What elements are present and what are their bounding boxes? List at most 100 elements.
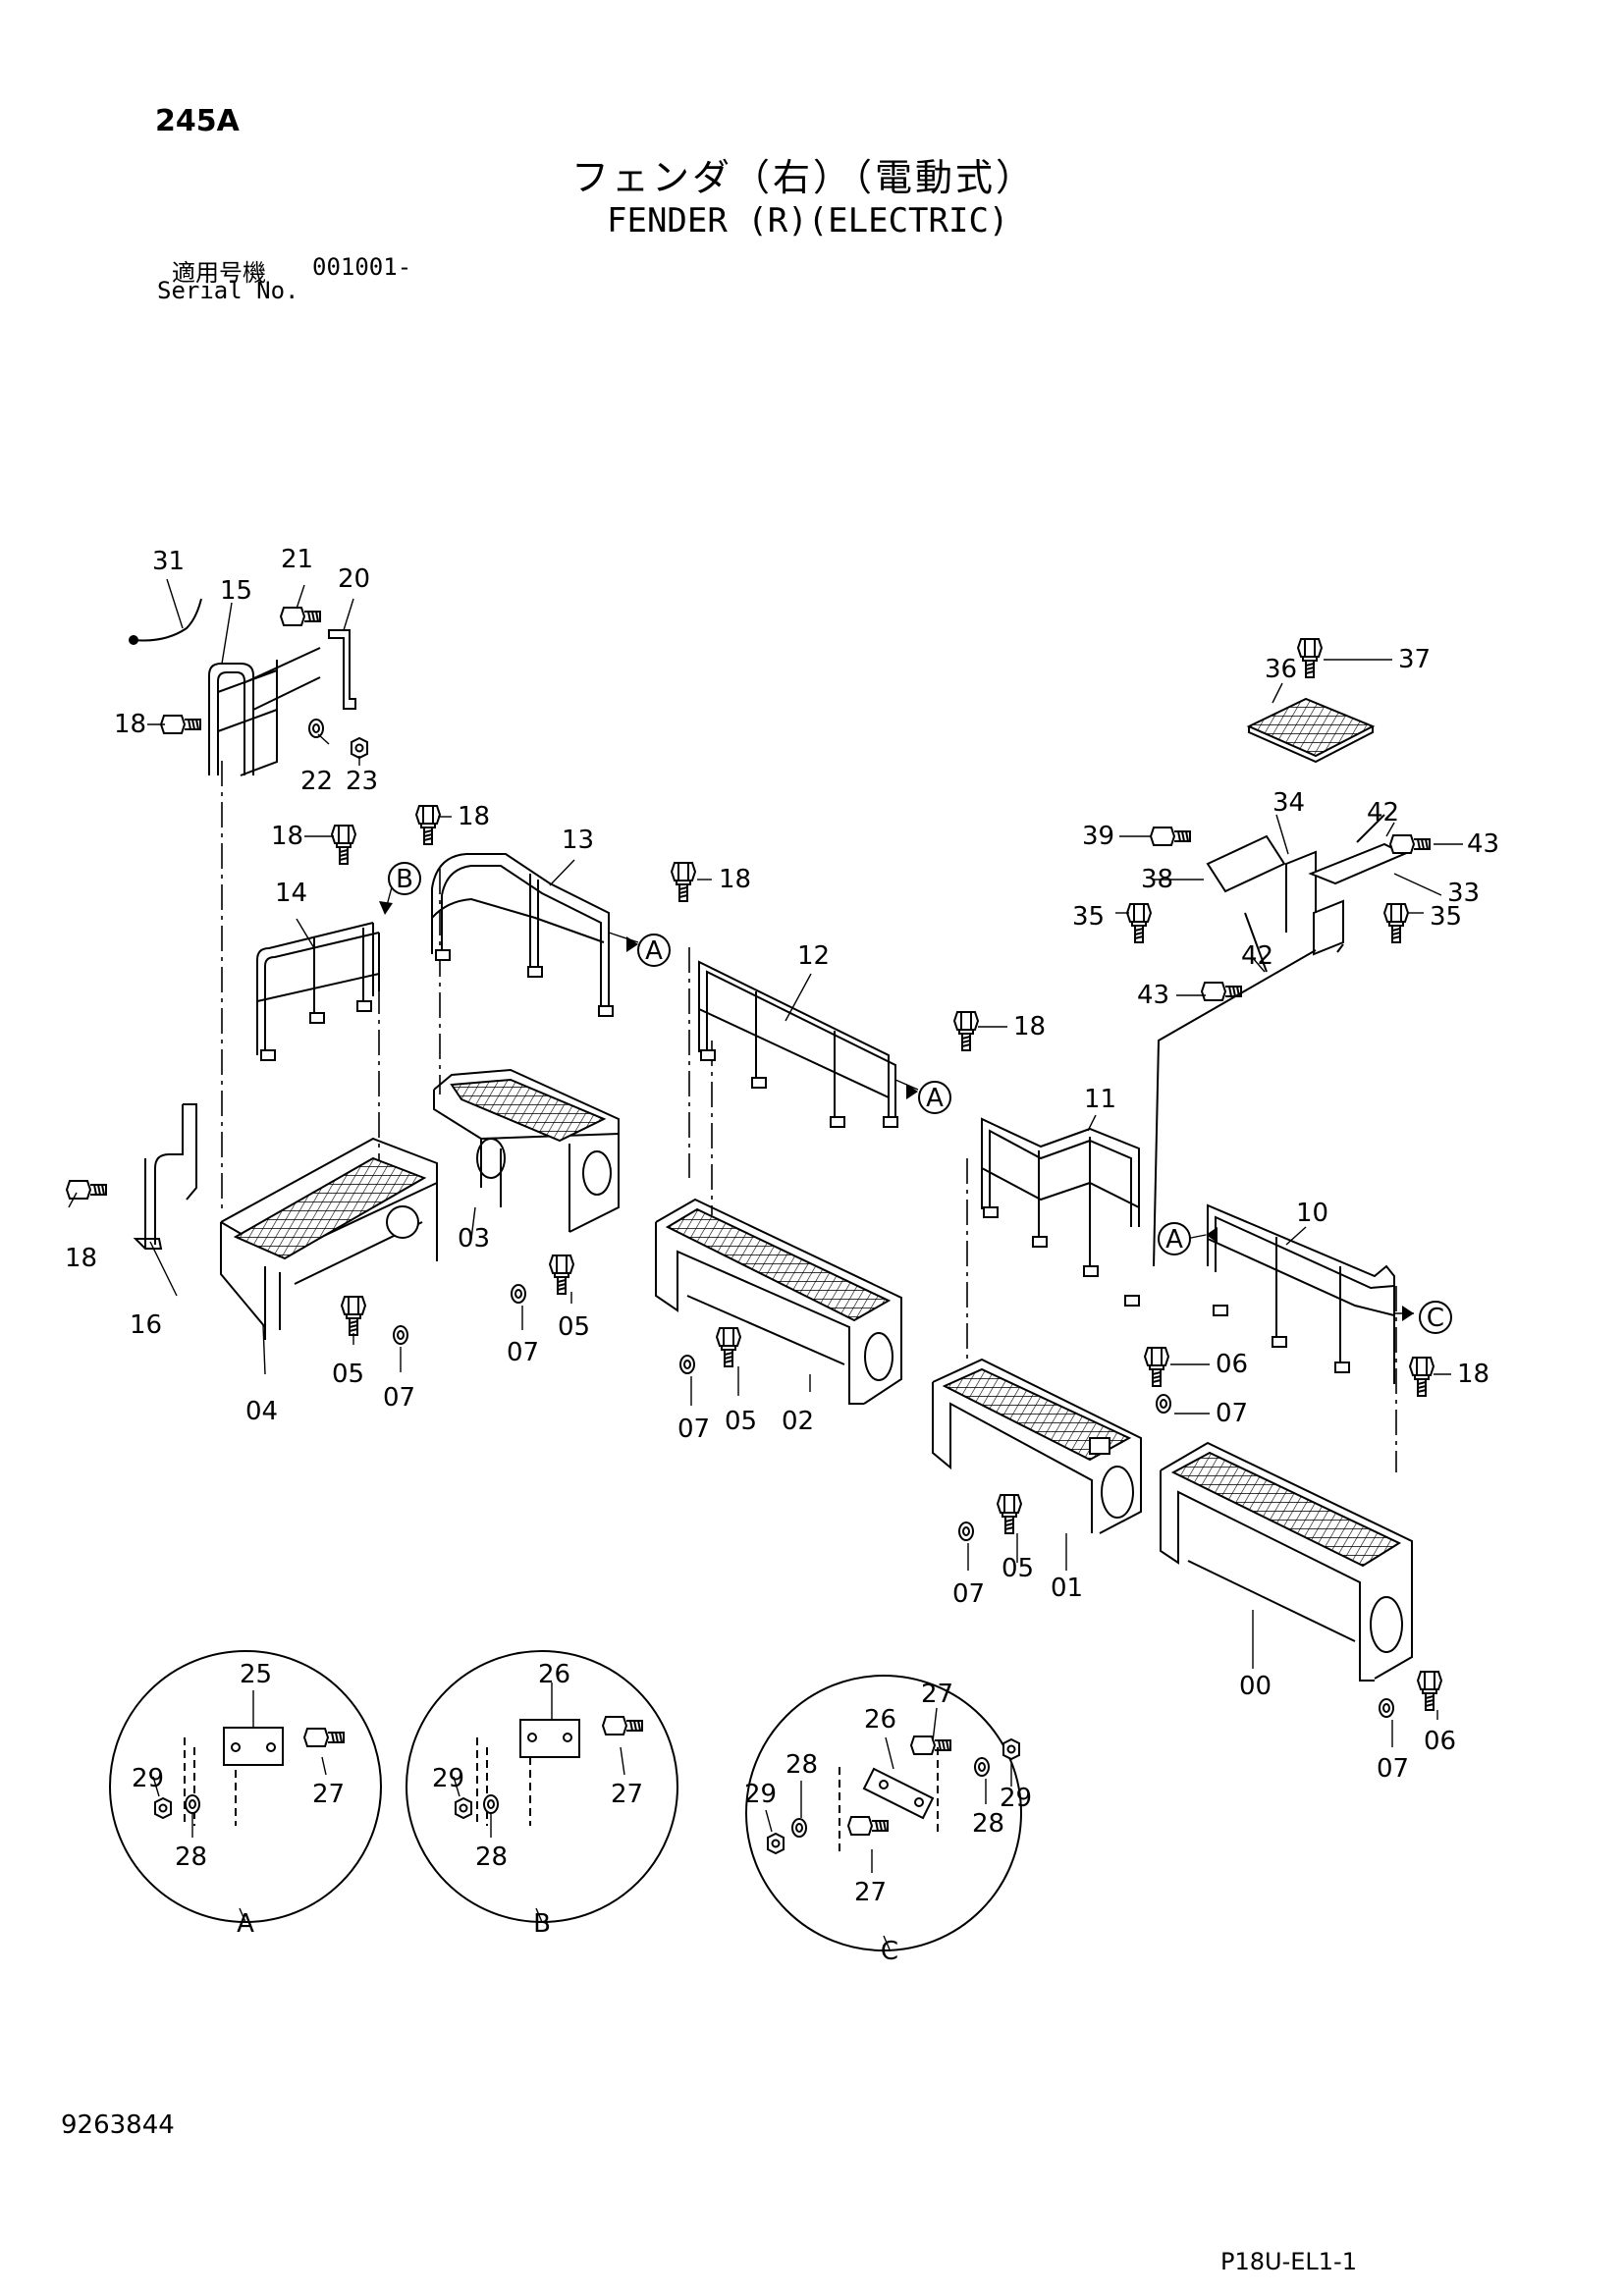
part-35-bolt (1126, 903, 1152, 943)
part-05-bolt (549, 1255, 574, 1295)
part-29-nut (767, 1833, 785, 1854)
part-28-washer (185, 1794, 200, 1814)
callout-28: 28 (175, 1842, 207, 1872)
part-27-bolt (910, 1735, 951, 1755)
callout-07: 07 (383, 1383, 415, 1413)
callout-12: 12 (797, 941, 830, 971)
part-07-washer (958, 1522, 974, 1541)
callout-20: 20 (338, 564, 370, 594)
part-06-bolt (1417, 1671, 1442, 1711)
part-07-washer (1379, 1698, 1394, 1718)
view-marker-a: A (645, 936, 663, 966)
callout-05: 05 (1001, 1554, 1034, 1583)
callout-27: 27 (312, 1780, 345, 1809)
callout-37: 37 (1398, 645, 1431, 674)
part-39-bolt (1150, 827, 1191, 846)
callout-35: 35 (1430, 902, 1462, 932)
fender-02 (655, 1198, 902, 1405)
part-18-bolt (66, 1180, 107, 1200)
part-05-bolt (341, 1296, 366, 1336)
callout-29: 29 (744, 1780, 777, 1809)
callout-36: 36 (1265, 655, 1297, 684)
part-27-bolt (303, 1728, 345, 1747)
callout-43: 43 (1467, 829, 1499, 859)
part-05-bolt (716, 1327, 741, 1367)
view-marker-arrows (379, 901, 1414, 1321)
view-marker-b: B (396, 865, 413, 894)
document-number: 9263844 (61, 2110, 175, 2140)
part-callouts: 31 15 21 20 18 22 23 18 14 18 13 18 12 1… (65, 545, 1499, 1907)
callout-26: 26 (538, 1660, 570, 1689)
view-marker-circles (388, 862, 1452, 1334)
part-35-bolt (1383, 903, 1409, 943)
callout-27: 27 (921, 1680, 953, 1709)
part-16-bracket (133, 1103, 197, 1250)
part-28-washer (791, 1818, 807, 1838)
part-18-bolt (671, 862, 696, 902)
callout-18: 18 (719, 865, 751, 894)
part-18-bolt (953, 1011, 979, 1051)
view-marker-labels: A A A C B (396, 865, 1444, 1333)
fender-01 (932, 1358, 1142, 1534)
part-23-nut (351, 737, 368, 759)
callout-00: 00 (1239, 1672, 1272, 1701)
support-33-34 (1153, 814, 1407, 1267)
part-07-washer (1156, 1394, 1171, 1414)
callout-28: 28 (475, 1842, 508, 1872)
detail-view-labels: A B C (237, 1909, 898, 1966)
serial-label-japanese: 適用号機 (172, 259, 266, 287)
callout-31: 31 (152, 547, 185, 576)
callout-26: 26 (864, 1705, 896, 1735)
part-18-bolt (415, 805, 441, 845)
callout-42: 42 (1367, 798, 1399, 828)
callout-05: 05 (725, 1407, 757, 1436)
callout-23: 23 (346, 767, 378, 796)
part-27-bolt (847, 1816, 889, 1836)
detail-view-c (745, 1675, 1022, 1951)
callout-22: 22 (300, 767, 333, 796)
leader-lines (68, 578, 1463, 1950)
callout-02: 02 (782, 1407, 814, 1436)
rail-14 (256, 922, 380, 1061)
callout-29: 29 (1000, 1784, 1032, 1813)
part-29-nut (154, 1797, 172, 1819)
callout-11: 11 (1084, 1085, 1116, 1114)
callout-34: 34 (1272, 788, 1305, 818)
callout-28: 28 (785, 1750, 818, 1780)
callout-14: 14 (275, 879, 307, 908)
callout-27: 27 (854, 1878, 887, 1907)
callout-18: 18 (1457, 1360, 1489, 1389)
view-marker-a: A (926, 1084, 944, 1113)
callout-18: 18 (65, 1244, 97, 1273)
assembly-leader-lines (221, 761, 1397, 1472)
rail-15 (208, 647, 321, 776)
callout-07: 07 (677, 1415, 710, 1444)
part-06-bolt (1144, 1347, 1169, 1387)
part-07-washer (679, 1355, 695, 1374)
rail-13 (431, 853, 614, 1017)
callout-43: 43 (1137, 981, 1169, 1010)
callout-35: 35 (1072, 902, 1105, 932)
part-31-clip (129, 598, 202, 645)
callout-38: 38 (1141, 865, 1173, 894)
callout-39: 39 (1082, 822, 1114, 851)
step-plate-36 (1246, 697, 1376, 764)
part-28-washer (974, 1757, 990, 1777)
callout-18: 18 (1013, 1012, 1046, 1041)
part-22-washer (308, 719, 324, 738)
part-07-washer (511, 1284, 526, 1304)
callout-01: 01 (1051, 1574, 1083, 1603)
callout-18: 18 (271, 822, 303, 851)
callout-15: 15 (220, 576, 252, 606)
callout-25: 25 (240, 1660, 272, 1689)
part-18-bolt (331, 825, 356, 865)
view-marker-c: C (1427, 1304, 1444, 1333)
callout-16: 16 (130, 1310, 162, 1340)
view-marker-a: A (1165, 1225, 1183, 1255)
part-05-bolt (997, 1494, 1022, 1534)
callout-07: 07 (507, 1338, 539, 1367)
callout-05: 05 (332, 1360, 364, 1389)
callout-21: 21 (281, 545, 313, 574)
detail-label-b: B (533, 1909, 551, 1939)
part-07-washer (393, 1325, 408, 1345)
